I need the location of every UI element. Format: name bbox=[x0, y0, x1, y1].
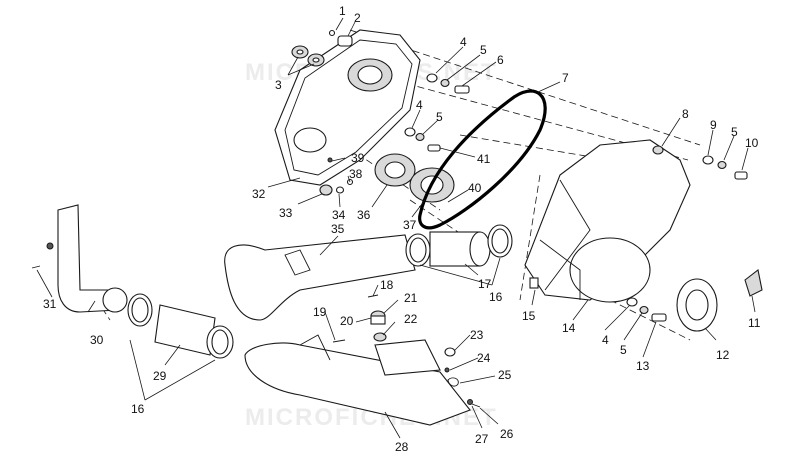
callout-5d: 5 bbox=[620, 343, 627, 357]
pad-11 bbox=[744, 269, 763, 297]
lower-duct bbox=[244, 334, 471, 426]
callout-34: 34 bbox=[332, 208, 346, 222]
outer-seal bbox=[676, 278, 718, 332]
callout-26: 26 bbox=[500, 427, 514, 441]
callout-16b: 16 bbox=[131, 402, 145, 416]
callout-20: 20 bbox=[340, 314, 354, 328]
inner-cover-plate bbox=[274, 29, 421, 186]
callout-7: 7 bbox=[562, 71, 569, 85]
callout-27: 27 bbox=[475, 432, 489, 446]
callout-14: 14 bbox=[562, 321, 576, 335]
clamps-lower bbox=[127, 293, 234, 359]
callout-6: 6 bbox=[497, 53, 504, 67]
callout-17: 17 bbox=[478, 277, 492, 291]
callout-10: 10 bbox=[745, 136, 759, 150]
hardware-right bbox=[702, 155, 748, 180]
callout-12: 12 bbox=[716, 348, 730, 362]
callout-29: 29 bbox=[153, 369, 167, 383]
callout-36: 36 bbox=[357, 208, 371, 222]
callout-30: 30 bbox=[90, 333, 104, 347]
callout-24: 24 bbox=[477, 351, 491, 365]
callout-19: 19 bbox=[313, 305, 327, 319]
callout-23: 23 bbox=[470, 328, 484, 342]
callout-5c: 5 bbox=[731, 125, 738, 139]
leader-lines bbox=[36, 17, 756, 439]
callout-35: 35 bbox=[331, 222, 345, 236]
callout-4c: 4 bbox=[602, 333, 609, 347]
callout-33: 33 bbox=[279, 206, 293, 220]
callout-37: 37 bbox=[403, 218, 417, 232]
callout-3: 3 bbox=[275, 78, 282, 92]
callout-1: 1 bbox=[339, 4, 346, 18]
callout-18: 18 bbox=[380, 278, 394, 292]
fittings bbox=[370, 310, 387, 342]
callout-31: 31 bbox=[43, 297, 57, 311]
callout-11: 11 bbox=[748, 316, 761, 330]
callout-8: 8 bbox=[682, 107, 689, 121]
outer-clutch-cover bbox=[524, 139, 691, 303]
callout-39: 39 bbox=[351, 151, 365, 165]
callout-13: 13 bbox=[636, 359, 650, 373]
callout-32: 32 bbox=[252, 187, 266, 201]
hardware-top bbox=[404, 73, 470, 152]
callout-4: 4 bbox=[460, 35, 467, 49]
callout-15: 15 bbox=[522, 309, 536, 323]
bushing bbox=[328, 29, 353, 47]
callout-2: 2 bbox=[354, 11, 361, 25]
callout-4b: 4 bbox=[416, 98, 423, 112]
callout-5: 5 bbox=[480, 43, 487, 57]
callout-9: 9 bbox=[710, 118, 717, 132]
clamps-upper bbox=[405, 224, 513, 267]
left-duct bbox=[46, 204, 128, 313]
callout-41: 41 bbox=[477, 152, 491, 166]
callout-25: 25 bbox=[498, 368, 512, 382]
intake-duct bbox=[224, 234, 416, 321]
callout-16: 16 bbox=[489, 290, 503, 304]
callout-21: 21 bbox=[404, 291, 418, 305]
small-parts-left bbox=[319, 157, 354, 196]
callout-38: 38 bbox=[349, 167, 363, 181]
callout-28: 28 bbox=[395, 440, 409, 454]
callout-numbers: 1 2 3 4 5 6 7 4 5 8 9 5 10 39 41 38 40 3… bbox=[43, 4, 761, 454]
seals bbox=[374, 153, 455, 203]
hardware-lower bbox=[626, 297, 667, 322]
drive-belt bbox=[418, 89, 547, 230]
washers-3 bbox=[291, 45, 325, 67]
callout-5b: 5 bbox=[436, 110, 443, 124]
callout-40: 40 bbox=[468, 181, 482, 195]
callout-22: 22 bbox=[404, 312, 418, 326]
